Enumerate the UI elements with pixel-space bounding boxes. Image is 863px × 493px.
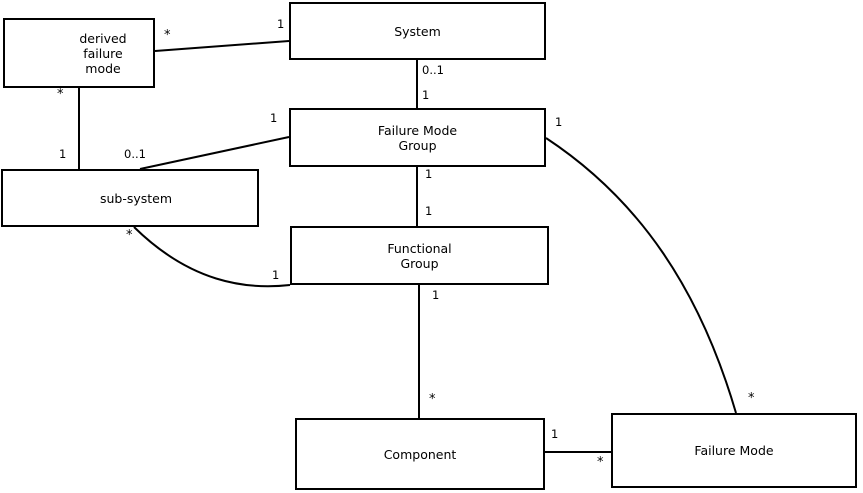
multiplicity-failure-mode-group-to-system: 1 (422, 88, 430, 102)
multiplicity-failure-mode-group-to-functional-group: 1 (425, 167, 433, 181)
multiplicity-system-to-failure-mode-group: 0..1 (422, 63, 444, 77)
association-failure-mode-group--failure-mode (545, 137, 737, 414)
multiplicity-failure-mode-to-failure-mode-group: * (748, 391, 755, 406)
class-box-failure-mode[interactable]: Failure Mode (611, 413, 857, 488)
class-box-failure-mode-group[interactable]: Failure Mode Group (289, 108, 546, 167)
association-sub-system--failure-mode-group (139, 136, 290, 170)
multiplicity-derived-failure-mode-to-sub-system: * (57, 87, 64, 102)
class-label-functional-group: Functional Group (387, 240, 452, 271)
multiplicity-system-to-derived-failure-mode: 1 (277, 17, 285, 31)
multiplicity-sub-system-to-functional-group: * (126, 228, 133, 243)
class-box-sub-system[interactable]: sub-system (1, 169, 259, 227)
multiplicity-sub-system-to-failure-mode-group: 0..1 (124, 147, 146, 161)
class-label-failure-mode-group: Failure Mode Group (377, 122, 458, 153)
multiplicity-functional-group-to-sub-system: 1 (272, 268, 280, 282)
multiplicity-failure-mode-group-to-failure-mode: 1 (555, 115, 563, 129)
multiplicity-derived-failure-mode-to-system: * (164, 28, 171, 43)
class-label-derived-failure-mode: derived failure mode (79, 30, 127, 76)
multiplicity-component-to-functional-group: * (429, 392, 436, 407)
class-box-functional-group[interactable]: Functional Group (290, 226, 549, 285)
class-label-sub-system: sub-system (99, 190, 173, 206)
multiplicity-sub-system-to-derived-failure-mode: 1 (59, 147, 67, 161)
multiplicity-functional-group-to-component: 1 (432, 288, 440, 302)
multiplicity-failure-mode-group-to-sub-system: 1 (270, 111, 278, 125)
class-box-component[interactable]: Component (295, 418, 545, 490)
multiplicity-component-to-failure-mode: 1 (551, 427, 559, 441)
class-box-derived-failure-mode[interactable]: derived failure mode (3, 18, 155, 88)
class-label-failure-mode: Failure Mode (694, 443, 774, 458)
multiplicity-functional-group-to-failure-mode-group: 1 (425, 204, 433, 218)
association-derived-failure-mode--system (154, 40, 290, 52)
class-box-system[interactable]: System (289, 2, 546, 60)
association-sub-system--functional-group (133, 226, 291, 288)
class-label-component: Component (383, 446, 457, 462)
class-label-system: System (394, 23, 441, 39)
multiplicity-failure-mode-to-component: * (597, 455, 604, 470)
